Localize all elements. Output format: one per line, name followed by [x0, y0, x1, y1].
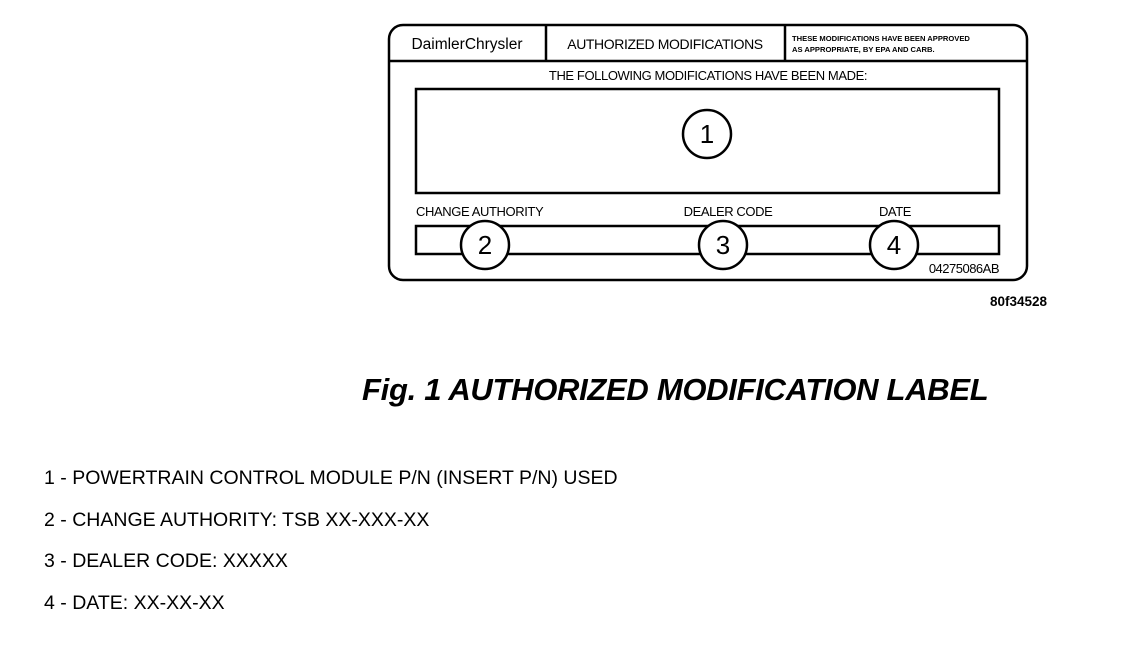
legend-number: 2 [44, 508, 55, 531]
legend-number: 3 [44, 550, 55, 572]
legend-item: 1 - POWERTRAIN CONTROL MODULE P/N (INSER… [44, 467, 618, 489]
callout-number-3: 3 [716, 230, 730, 260]
field-label-dealer-code: DEALER CODE [684, 204, 774, 219]
figure-caption: Fig. 1 AUTHORIZED MODIFICATION LABEL [362, 372, 989, 407]
legend-item: 3 - DEALER CODE: XXXXX [44, 550, 288, 572]
callout-circle-1 [681, 108, 733, 160]
legend-number: 1 [44, 467, 55, 489]
callout-circle-3 [697, 219, 749, 271]
legend-text: DATE: XX-XX-XX [72, 591, 225, 614]
approval-line-1: THESE MODIFICATIONS HAVE BEEN APPROVED [792, 34, 970, 43]
legend-item: 2 - CHANGE AUTHORITY: TSB XX-XXX-XX [44, 508, 430, 531]
callout-legend: 1 - POWERTRAIN CONTROL MODULE P/N (INSER… [44, 466, 618, 632]
approval-line-2: AS APPROPRIATE, BY EPA AND CARB. [792, 45, 935, 54]
legend-number: 4 [44, 591, 55, 614]
legend-text: DEALER CODE: XXXXX [72, 550, 288, 572]
callout-number-2: 2 [478, 230, 492, 260]
field-label-date: DATE [879, 204, 912, 219]
callout-number-1: 1 [700, 119, 714, 149]
callout-circle-4 [868, 219, 920, 271]
field-label-change-authority: CHANGE AUTHORITY [416, 204, 544, 219]
callout-number-4: 4 [887, 230, 901, 260]
figure-id: 80f34528 [990, 294, 1048, 309]
following-modifications-text: THE FOLLOWING MODIFICATIONS HAVE BEEN MA… [549, 68, 867, 83]
legend-text: POWERTRAIN CONTROL MODULE P/N (INSERT P/… [72, 467, 618, 489]
legend-item: 4 - DATE: XX-XX-XX [44, 591, 225, 614]
callout-circle-2 [459, 219, 511, 271]
legend-text: CHANGE AUTHORITY: TSB XX-XXX-XX [72, 508, 430, 531]
label-part-number: 04275086AB [929, 261, 999, 276]
brand-name: DaimlerChrysler [411, 36, 522, 53]
label-heading: AUTHORIZED MODIFICATIONS [567, 36, 763, 52]
